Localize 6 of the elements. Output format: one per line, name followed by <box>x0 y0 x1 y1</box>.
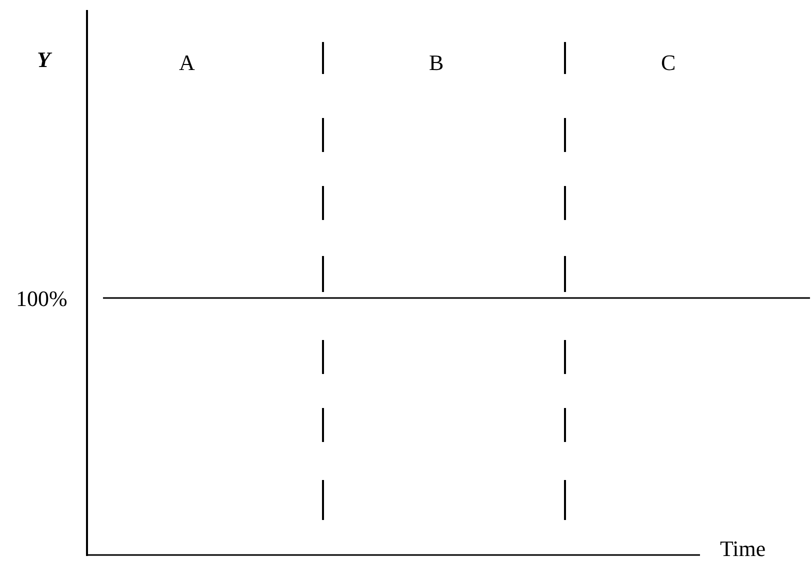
axis-label: Time <box>720 538 766 560</box>
region-label: B <box>429 52 444 74</box>
region-label: A <box>179 52 195 74</box>
axis-label: 100% <box>16 288 68 310</box>
region-label: C <box>661 52 676 74</box>
axis-label: Y <box>37 49 50 71</box>
